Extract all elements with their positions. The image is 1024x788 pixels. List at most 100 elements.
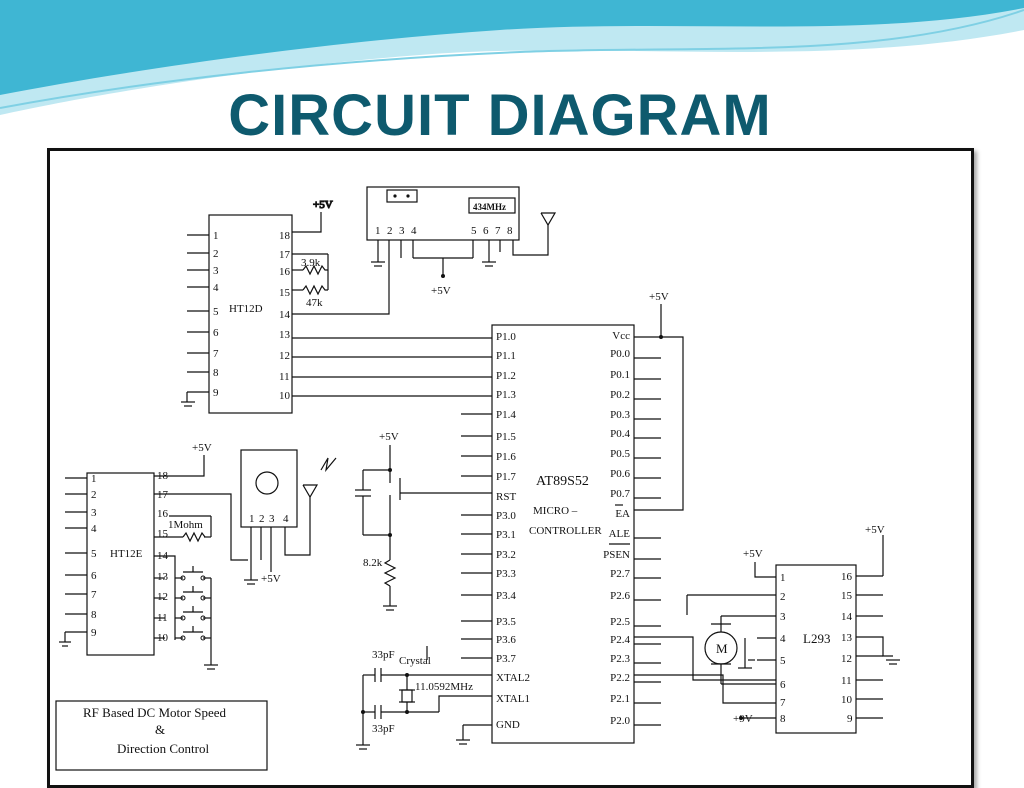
circuit-schematic: HT12D 1 2 3 4 5 6 7 8 9 18	[55, 186, 900, 771]
pin-label: 8	[91, 609, 97, 621]
mcu-pin-label: XTAL1	[496, 693, 530, 705]
pin-label: 15	[157, 528, 169, 540]
mcu-pin-label: P3.0	[496, 510, 516, 522]
pin-label: 17	[157, 489, 169, 501]
mcu-pin-label: P3.7	[496, 653, 516, 665]
l293-motor-driver: L293 1 2 3 4 5 6 7 8 16 15 14 13 12 11 1…	[733, 524, 900, 734]
motor-control-wiring	[634, 594, 776, 704]
mcu-pin-label: P1.7	[496, 471, 516, 483]
mcu-pin-label: EA	[615, 508, 630, 520]
pin-label: 12	[841, 653, 852, 665]
vcc-ea-wiring	[634, 304, 684, 511]
motor-label: M	[716, 641, 728, 656]
pin-label: 5	[471, 225, 477, 237]
resistor-label: 8.2k	[363, 557, 383, 569]
caption-line-2: &	[155, 722, 165, 737]
mcu-pin-label: P3.4	[496, 590, 516, 602]
mcu-pin-label: P3.1	[496, 529, 516, 541]
supply-label: +5V	[431, 285, 451, 297]
supply-label: +5V	[261, 573, 281, 585]
ht12e-label: HT12E	[110, 548, 143, 560]
pin-label: 3	[269, 513, 275, 525]
pin-label: 14	[279, 309, 291, 321]
mcu-pin-label: RST	[496, 491, 516, 503]
page-title: CIRCUIT DIAGRAM	[228, 83, 772, 148]
caption-line-1: RF Based DC Motor Speed	[83, 705, 227, 720]
resistor-label: 3.9k	[301, 257, 321, 269]
mcu-pin-label: P2.3	[610, 653, 630, 665]
mcu-pin-label: P0.1	[610, 369, 630, 381]
pin-label: 17	[279, 249, 291, 261]
supply-label: +5V	[379, 431, 399, 443]
circuit-diagram-frame: HT12D 1 2 3 4 5 6 7 8 9 18	[47, 148, 974, 788]
pin-label: 4	[91, 523, 97, 535]
top-wave-dark	[0, 0, 1024, 95]
mcu-pin-label: P1.5	[496, 431, 516, 443]
mcu-pin-label: P0.7	[610, 488, 630, 500]
pin-label: 7	[780, 697, 786, 709]
pin-label: 1	[91, 473, 97, 485]
crystal-label: Crystal	[399, 655, 431, 667]
pin-label: 6	[213, 327, 219, 339]
pin-label: 3	[91, 507, 97, 519]
mcu-name-label: AT89S52	[536, 474, 589, 489]
mcu-pin-label: P2.0	[610, 715, 630, 727]
mcu-pin-label: P0.5	[610, 448, 630, 460]
reset-circuit: +5V 8.2k	[355, 431, 492, 611]
supply-label: +5V	[192, 442, 212, 454]
mcu-pin-label: P3.3	[496, 568, 516, 580]
pin-label: 18	[279, 230, 291, 242]
pin-label: 5	[91, 548, 97, 560]
pin-label: 3	[780, 611, 786, 623]
ht12d-right-pin-numbers: 18 17 16 15 14 13 12 11 10	[279, 230, 291, 402]
pin-label: 11	[841, 675, 852, 687]
pin-label: 3	[399, 225, 405, 237]
pin-label: 8	[213, 367, 219, 379]
diagram-caption: RF Based DC Motor Speed & Direction Cont…	[55, 700, 268, 771]
mcu-pin-label: Vcc	[612, 330, 630, 342]
mcu-pin-label: P0.2	[610, 389, 630, 401]
pin-label: 10	[841, 694, 853, 706]
mcu-pin-label: P2.6	[610, 590, 630, 602]
supply-label: +5V	[649, 291, 669, 303]
resistor-label: 47k	[306, 297, 323, 309]
supply-label: +5V	[313, 199, 333, 211]
pin-label: 13	[841, 632, 853, 644]
mcu-pin-label: P1.4	[496, 409, 516, 421]
pin-label: 16	[157, 508, 169, 520]
mcu-sub-label: CONTROLLER	[529, 525, 602, 537]
mcu-pin-label: P3.2	[496, 549, 516, 561]
at89s52-microcontroller: AT89S52 MICRO – CONTROLLER P1.0P1.1P1.2P…	[461, 291, 684, 744]
pin-label: 11	[279, 371, 290, 383]
ht12d-right-wiring: +5V	[292, 198, 390, 315]
data-bus-lines	[292, 337, 492, 397]
mcu-pin-label: P0.6	[610, 468, 630, 480]
mcu-pin-label: P2.2	[610, 672, 630, 684]
mcu-pin-label: ALE	[609, 528, 631, 540]
supply-label: +5V	[743, 548, 763, 560]
resistor-label: 1Mohm	[168, 519, 203, 531]
mcu-pin-label: P1.6	[496, 451, 516, 463]
pin-label: 3	[213, 265, 219, 277]
pin-label: 9	[91, 627, 97, 639]
pin-label: 2	[259, 513, 265, 525]
rx-frequency-label: 434MHz	[473, 202, 506, 212]
pin-label: 8	[780, 713, 786, 725]
pin-label: 6	[780, 679, 786, 691]
oscillator-circuit: 33pF Crystal 11.0592MHz 33pF	[356, 646, 492, 750]
pin-label: 13	[157, 571, 169, 583]
ht12d-left-pin-numbers: 1 2 3 4 5 6 7 8 9	[213, 230, 219, 399]
pin-label: 4	[283, 513, 289, 525]
pin-label: 15	[841, 590, 853, 602]
mcu-pin-label: P2.4	[610, 634, 630, 646]
mcu-pin-label: P1.2	[496, 370, 516, 382]
ht12e-encoder: HT12E 1 2 3 4 5 6 7 8 9 18 17 16 15 14 1…	[59, 442, 248, 670]
ht12d-label: HT12D	[229, 303, 263, 315]
pin-label: 8	[507, 225, 513, 237]
pin-label: 4	[213, 282, 219, 294]
mcu-pin-label: P0.4	[610, 428, 630, 440]
slide-background	[0, 0, 1024, 115]
mcu-right-pins: VccP0.0P0.1P0.2P0.3P0.4P0.5P0.6P0.7EAALE…	[603, 330, 661, 727]
supply-label: +5V	[865, 524, 885, 536]
pin-label: 2	[387, 225, 393, 237]
